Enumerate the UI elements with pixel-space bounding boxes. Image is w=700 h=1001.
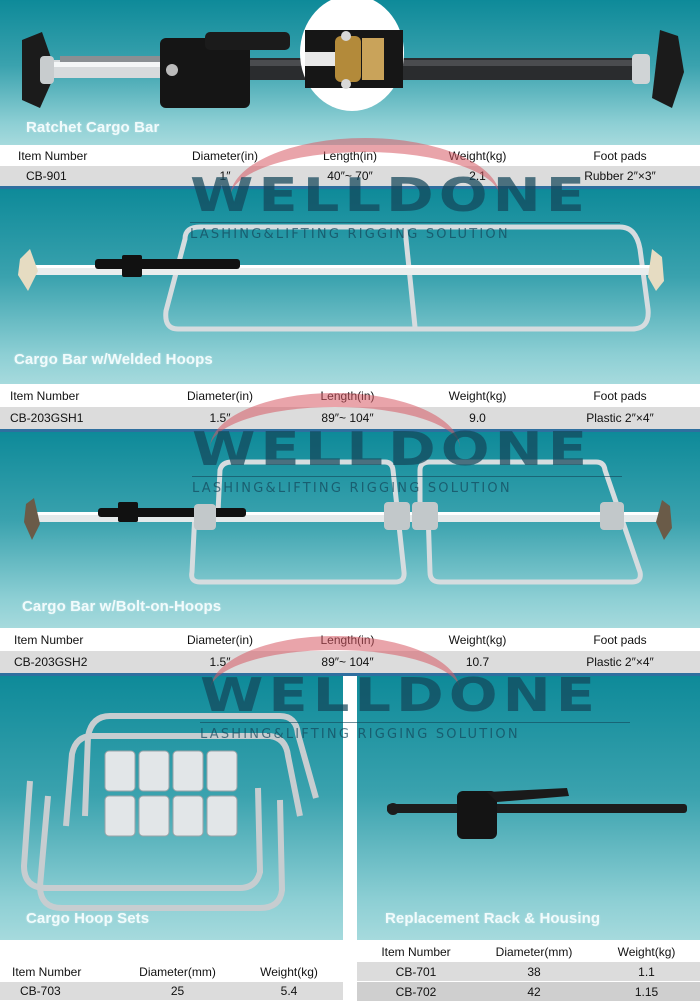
table-row: CB-703 25 5.4 xyxy=(0,982,343,1000)
cargo-hoop-sets-image xyxy=(20,713,319,911)
ratchet-cargo-bar-image xyxy=(22,0,684,111)
col-diameter: Diameter(in) xyxy=(191,149,258,163)
section-title: Cargo Hoop Sets xyxy=(26,910,150,927)
watermark-arc xyxy=(230,138,500,258)
col-item-number: Item Number xyxy=(18,149,88,163)
cargo-hoop-sets-table: Item Number Diameter(mm) Weight(kg) CB-7… xyxy=(0,962,343,1000)
watermark-arc xyxy=(210,636,460,746)
bolt-on-hoops-image xyxy=(24,459,672,585)
watermark-arc xyxy=(210,393,460,503)
section-title: Cargo Bar w/Bolt-on-Hoops xyxy=(22,598,222,615)
replacement-rack-image xyxy=(387,788,687,839)
table-row: CB-701 38 1.1 xyxy=(357,962,700,981)
col-foot-pads: Foot pads xyxy=(593,149,647,163)
replacement-rack-table: Item Number Diameter(mm) Weight(kg) CB-7… xyxy=(357,941,700,1001)
section-title: Cargo Bar w/Welded Hoops xyxy=(14,351,213,368)
table-header-row: Item Number Diameter(mm) Weight(kg) xyxy=(0,962,343,982)
welded-hoops-image xyxy=(18,224,664,332)
ratchet-cargo-bar-panel: Ratchet Cargo Bar xyxy=(0,0,700,145)
table-row: CB-702 42 1.15 xyxy=(357,982,700,1001)
section-title: Ratchet Cargo Bar xyxy=(26,119,160,136)
section-title: Replacement Rack & Housing xyxy=(385,910,601,927)
column-divider xyxy=(343,676,357,1000)
table-header-row: Item Number Diameter(mm) Weight(kg) xyxy=(357,941,700,962)
